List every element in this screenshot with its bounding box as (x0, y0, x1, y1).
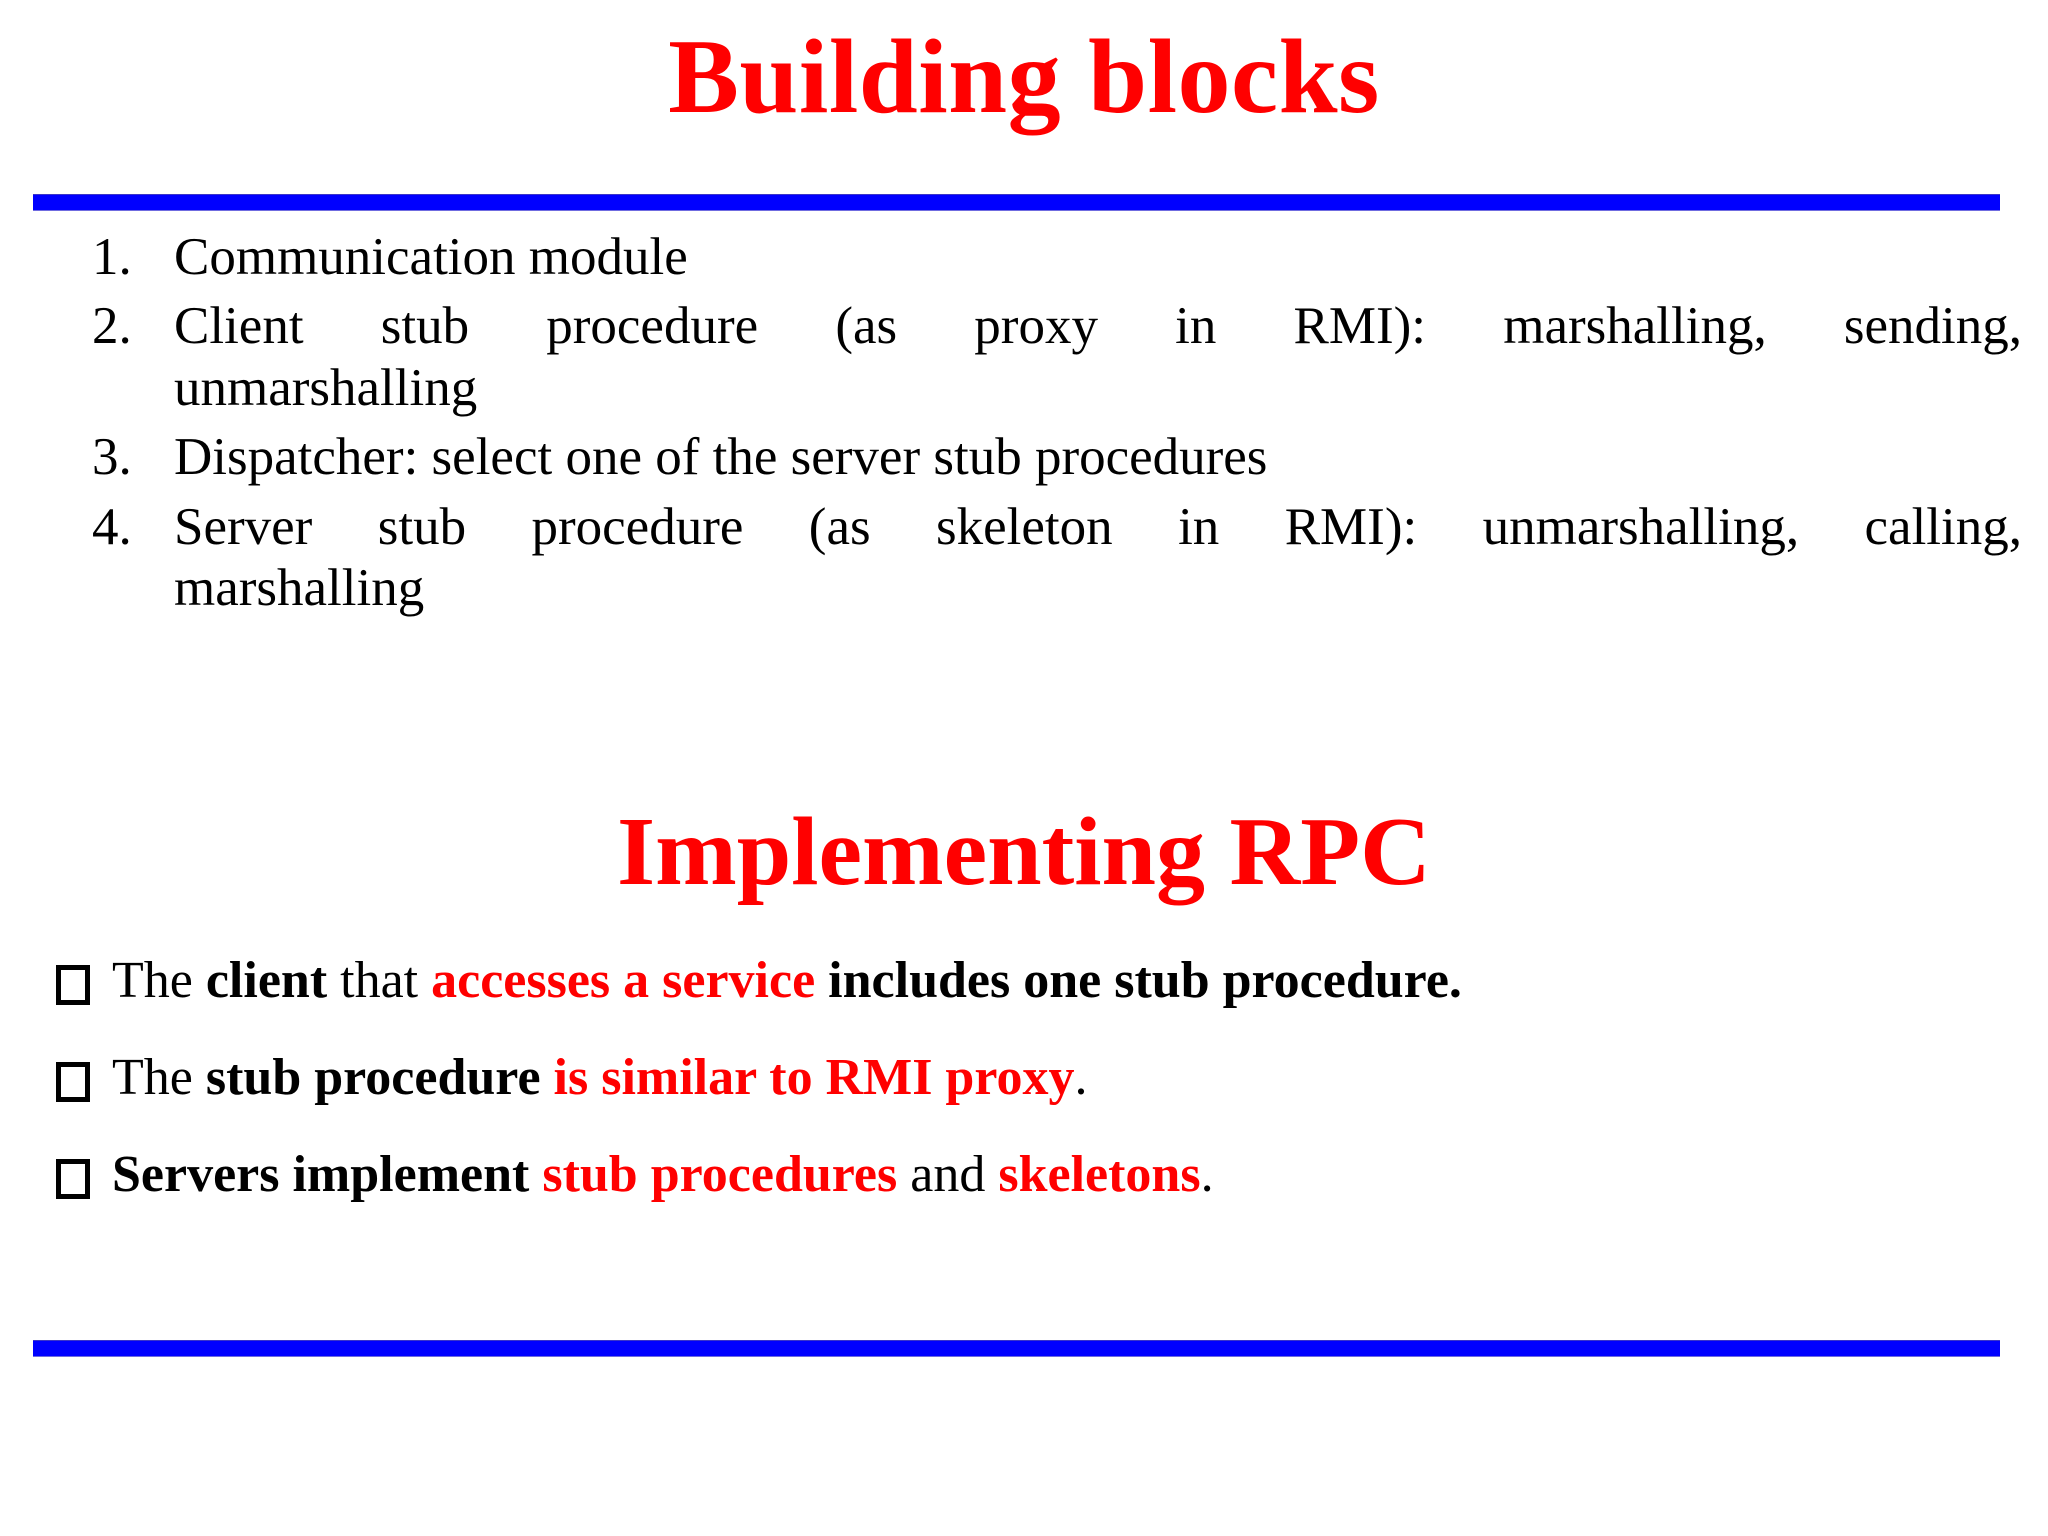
list-item: Servers implement stub procedures and sk… (56, 1149, 2016, 1201)
list-item-marker: 1. (92, 228, 132, 286)
list-item-text: Communication module (174, 227, 2022, 288)
list-item-marker: 4. (92, 497, 132, 556)
bullet-list: The client that accesses a service inclu… (56, 955, 2016, 1246)
text-run: that (327, 952, 432, 1009)
text-run: . (1200, 1146, 1214, 1203)
list-item: 2. Client stub procedure (as proxy in RM… (92, 296, 2022, 419)
list-item: 4. Server stub procedure (as skeleton in… (92, 497, 2022, 620)
bullet-item-text: Servers implement stub procedures and sk… (112, 1149, 2016, 1201)
text-run: stub procedures (542, 1146, 898, 1203)
list-item-text: Dispatcher: select one of the server stu… (174, 427, 2022, 488)
list-item-line: Communication module (174, 228, 688, 286)
text-run: The (112, 952, 206, 1009)
page-title-implementing-rpc: Implementing RPC (617, 798, 1431, 906)
list-item-text: Server stub procedure (as skeleton in RM… (174, 497, 2022, 620)
text-run (541, 1049, 554, 1106)
text-run: stub procedure (205, 1049, 541, 1106)
text-run: includes one stub procedure (815, 952, 1449, 1009)
list-item-line: Dispatcher: select one of the server stu… (174, 428, 1268, 487)
list-item: The stub procedure is similar to RMI pro… (56, 1052, 2016, 1104)
bullet-item-text: The client that accesses a service inclu… (112, 955, 2016, 1007)
list-item-line: Server stub procedure (as skeleton in RM… (174, 497, 2022, 556)
text-run: accesses a service (431, 952, 816, 1009)
list-item-marker: 3. (92, 428, 132, 487)
list-item-text: Client stub procedure (as proxy in RMI):… (174, 296, 2022, 419)
text-run: skeletons (998, 1146, 1201, 1203)
text-run: and (897, 1146, 999, 1203)
list-item-line-continued: marshalling (174, 559, 425, 618)
page-title-building-blocks: Building blocks (668, 18, 1380, 135)
text-run: The (112, 1049, 206, 1106)
list-item: 3. Dispatcher: select one of the server … (92, 427, 2022, 488)
text-run (529, 1146, 542, 1203)
divider-top (33, 194, 2000, 211)
text-run: client (205, 952, 328, 1009)
divider-bottom (33, 1340, 2000, 1357)
text-run: . (1448, 952, 1462, 1009)
list-item-line-continued: unmarshalling (174, 358, 478, 417)
numbered-list: 1. Communication module 2. Client stub p… (92, 227, 2022, 628)
text-run: . (1074, 1049, 1088, 1106)
text-run: Servers implement (112, 1146, 530, 1203)
hollow-square-bullet-icon (56, 965, 90, 1005)
list-item: The client that accesses a service inclu… (56, 955, 2016, 1007)
hollow-square-bullet-icon (56, 1159, 90, 1199)
bullet-item-text: The stub procedure is similar to RMI pro… (112, 1052, 2016, 1104)
text-run: is similar to RMI proxy (553, 1049, 1075, 1106)
list-item-marker: 2. (92, 297, 132, 356)
hollow-square-bullet-icon (56, 1062, 90, 1102)
list-item-line: Client stub procedure (as proxy in RMI):… (174, 297, 2022, 356)
list-item: 1. Communication module (92, 227, 2022, 288)
